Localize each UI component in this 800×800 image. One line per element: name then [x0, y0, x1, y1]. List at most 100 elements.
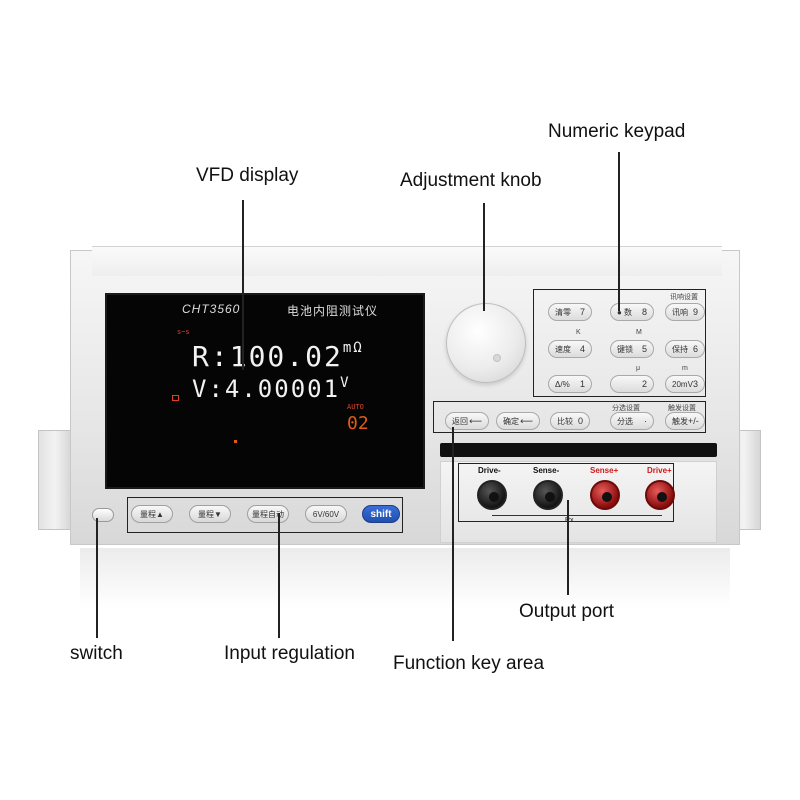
key-3-label: 20mV: [672, 379, 693, 389]
input-regulation-outline: [127, 497, 403, 533]
sign-toggle-num: +/-: [688, 416, 699, 426]
sort-button[interactable]: 分选 ·: [610, 412, 654, 430]
vfd-display-callout: VFD display: [196, 165, 299, 186]
terminal-socket-icon: [602, 492, 612, 502]
sense-minus-terminal[interactable]: [533, 480, 563, 510]
voltage-range-button[interactable]: 6V/60V: [305, 505, 347, 523]
keypad-label-k: K: [576, 329, 581, 336]
sense-plus-terminal[interactable]: [590, 480, 620, 510]
display-top-indicator: s~s: [177, 328, 190, 336]
knob-leader-line: [483, 203, 485, 311]
function-key-leader-line: [452, 427, 454, 641]
return-arrow-icon: ⟵: [469, 415, 482, 426]
key-6-num: 6: [692, 344, 698, 354]
input-regulation-callout: Input regulation: [224, 643, 355, 664]
key-4-num: 4: [579, 344, 585, 354]
output-port-leader-line: [567, 500, 569, 595]
key-1-label: Δ/%: [555, 379, 570, 389]
trigger-label: 触发: [672, 416, 688, 426]
key-9-label: 讯响: [672, 307, 688, 317]
display-title: 电池内阻测试仪: [287, 304, 379, 318]
resistance-prefix: R:: [192, 340, 230, 373]
wiring-diagram-line: [492, 515, 662, 516]
terminal-socket-icon: [489, 492, 499, 502]
drive-minus-terminal[interactable]: [477, 480, 507, 510]
key-9-num: 9: [692, 307, 698, 317]
key-0-label: 比较: [557, 416, 573, 426]
return-label: 返回: [452, 416, 468, 426]
adjustment-knob-callout: Adjustment knob: [400, 170, 542, 191]
adjustment-knob[interactable]: [446, 303, 526, 383]
chassis-top-panel: [92, 246, 722, 276]
confirm-arrow-icon: ⟵: [520, 415, 533, 426]
function-key-area-outline: [433, 401, 706, 433]
key-1-num: 1: [579, 379, 585, 389]
keypad-label-mu: μ: [636, 365, 641, 372]
key-0[interactable]: 比较 0: [550, 412, 590, 430]
warning-icon: [172, 395, 179, 401]
table-reflection: [80, 548, 730, 608]
input-regulation-leader-line: [278, 513, 280, 638]
decimal-point-num: ·: [644, 416, 647, 426]
key-1[interactable]: Δ/% 1: [548, 375, 592, 393]
voltage-reading: V:4.00001V: [192, 375, 351, 403]
drive-plus-terminal[interactable]: [645, 480, 675, 510]
rx-label: Rx: [565, 517, 574, 524]
key-6-label: 保持: [672, 344, 688, 354]
function-key-area-callout: Function key area: [393, 653, 545, 674]
terminal-socket-icon: [657, 492, 667, 502]
numeric-keypad-callout: Numeric keypad: [548, 121, 686, 142]
key-2-num: 2: [641, 379, 647, 389]
key-7[interactable]: 清零 7: [548, 303, 592, 321]
switch-callout: switch: [70, 643, 123, 664]
key-2[interactable]: 2: [610, 375, 654, 393]
display-model: CHT3560: [182, 302, 241, 316]
resistance-value: 100.02: [229, 340, 343, 373]
front-slot: [440, 443, 717, 457]
keypad-label-milli: m: [682, 365, 688, 372]
output-port-callout: Output port: [519, 601, 615, 622]
voltage-prefix: V:: [192, 375, 225, 403]
switch-leader-line: [96, 518, 98, 638]
range-up-button[interactable]: 量程▲: [131, 505, 173, 523]
knob-indent-icon: [493, 354, 501, 362]
voltage-value: 4.00001: [224, 375, 341, 403]
trigger-button[interactable]: 触发+/-: [665, 412, 705, 430]
left-rack-handle: [38, 430, 72, 530]
key-7-num: 7: [579, 307, 585, 317]
vfd-display: CHT3560 电池内阻测试仪 s~s R:100.02mΩ V:4.00001…: [105, 293, 425, 489]
sense-plus-label: Sense+: [590, 466, 619, 475]
key-7-label: 清零: [555, 307, 571, 317]
key-3-num: 3: [692, 379, 698, 389]
resistance-unit: mΩ: [342, 340, 364, 356]
range-down-button[interactable]: 量程▼: [189, 505, 231, 523]
confirm-label: 确定: [503, 416, 519, 426]
display-side-indicator: AUTO: [347, 403, 364, 411]
keypad-label-m: M: [636, 329, 642, 336]
drive-minus-label: Drive-: [478, 466, 501, 475]
function-label-sort: 分选设置: [612, 405, 640, 412]
sense-minus-label: Sense-: [533, 466, 560, 475]
key-5-num: 5: [641, 344, 647, 354]
status-dot-icon: [234, 440, 237, 443]
shift-button[interactable]: shift: [362, 505, 400, 523]
key-0-num: 0: [577, 416, 583, 426]
voltage-unit: V: [340, 375, 351, 391]
terminal-socket-icon: [545, 492, 555, 502]
key-6[interactable]: 保持 6: [665, 340, 705, 358]
return-button[interactable]: 返回⟵: [445, 412, 489, 430]
drive-plus-label: Drive+: [647, 466, 672, 475]
sort-label: 分选: [617, 416, 633, 426]
key-8-label: ● 数: [617, 307, 633, 317]
key-9[interactable]: 讯响 9: [665, 303, 705, 321]
display-side-reading: 02: [347, 413, 369, 434]
range-auto-button[interactable]: 量程自动: [247, 505, 289, 523]
confirm-button[interactable]: 确定⟵: [496, 412, 540, 430]
key-4[interactable]: 速度 4: [548, 340, 592, 358]
function-label-trigger: 触发设置: [668, 405, 696, 412]
key-4-label: 速度: [555, 344, 571, 354]
resistance-reading: R:100.02mΩ: [192, 340, 364, 373]
